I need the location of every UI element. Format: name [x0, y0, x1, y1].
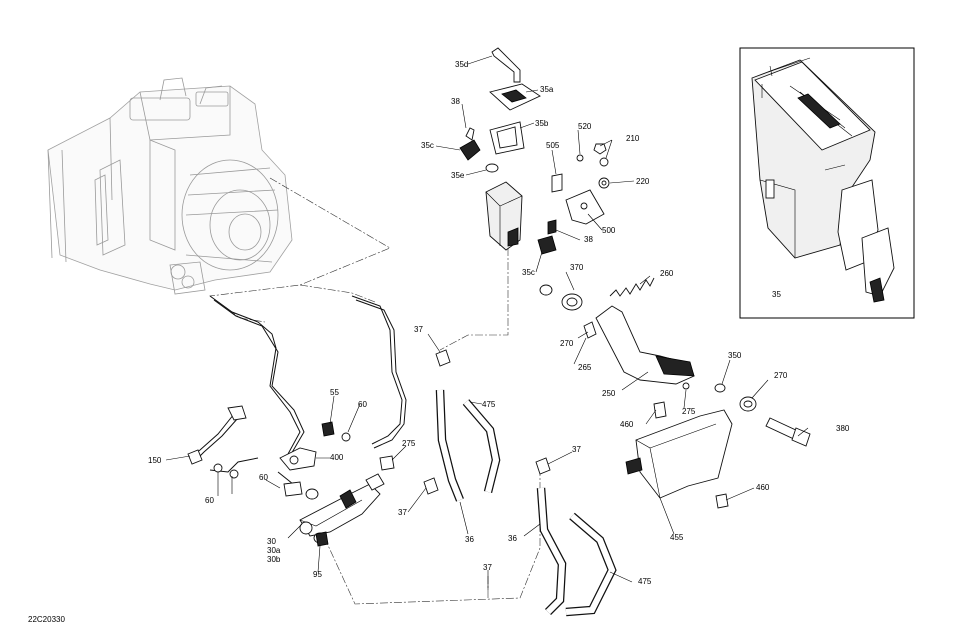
callout-150: 150	[148, 456, 162, 465]
callout-475-lower: 475	[638, 577, 652, 586]
callout-520: 520	[578, 122, 592, 131]
callout-37-upper: 37	[414, 325, 423, 334]
pedal-cover	[625, 409, 733, 499]
callout-30b: 30b	[267, 555, 281, 564]
callout-275-left: 275	[402, 439, 416, 448]
callout-500: 500	[602, 226, 616, 235]
callout-35-inset: 35	[772, 290, 781, 299]
callout-370: 370	[570, 263, 584, 272]
callout-210: 210	[626, 134, 640, 143]
callout-460-lower: 460	[756, 483, 770, 492]
callout-35d: 35d	[455, 60, 468, 69]
callout-400: 400	[330, 453, 344, 462]
callout-38-mid: 38	[584, 235, 593, 244]
callout-475-upper: 475	[482, 400, 496, 409]
master-cylinder	[299, 473, 385, 547]
brake-lines	[187, 295, 407, 489]
callout-35a: 35a	[540, 85, 554, 94]
callout-95: 95	[313, 570, 322, 579]
callout-380: 380	[836, 424, 850, 433]
callout-505: 505	[546, 141, 560, 150]
hoses	[423, 349, 617, 617]
brake-pedal-assembly	[539, 277, 811, 509]
callout-37-left: 37	[398, 508, 407, 517]
callout-36-right: 36	[508, 534, 517, 543]
callout-37-right: 37	[572, 445, 581, 454]
callout-37-bottom: 37	[483, 563, 492, 572]
drawing-code: 22C20330	[28, 615, 65, 624]
callout-35c-top: 35c	[421, 141, 434, 150]
callout-260: 260	[660, 269, 674, 278]
sensor-parts-top	[459, 47, 610, 255]
callout-265: 265	[578, 363, 592, 372]
callout-30: 30	[267, 537, 276, 546]
callout-35b: 35b	[535, 119, 549, 128]
fittings	[213, 421, 395, 497]
callout-60-upper: 60	[358, 400, 367, 409]
callout-30a: 30a	[267, 546, 281, 555]
callout-60-mid: 60	[259, 473, 268, 482]
callout-275-right: 275	[682, 407, 696, 416]
callout-460-upper: 460	[620, 420, 634, 429]
callout-38-top: 38	[451, 97, 460, 106]
callout-36-left: 36	[465, 535, 474, 544]
callout-270-right: 270	[774, 371, 788, 380]
callout-60-lower: 60	[205, 496, 214, 505]
callout-350: 350	[728, 351, 742, 360]
callout-455: 455	[670, 533, 684, 542]
callout-35c-bottom: 35c	[522, 268, 535, 277]
callout-250: 250	[602, 389, 616, 398]
callout-55: 55	[330, 388, 339, 397]
callout-270-left: 270	[560, 339, 574, 348]
inset-box	[739, 47, 915, 319]
abs-module-ghost	[47, 77, 293, 295]
callout-labels: 35d 35a 38 35b 35c 35e 520 210 505 220 5…	[28, 60, 850, 624]
callout-35e: 35e	[451, 171, 465, 180]
leader-lines	[165, 55, 809, 590]
callout-220: 220	[636, 177, 650, 186]
